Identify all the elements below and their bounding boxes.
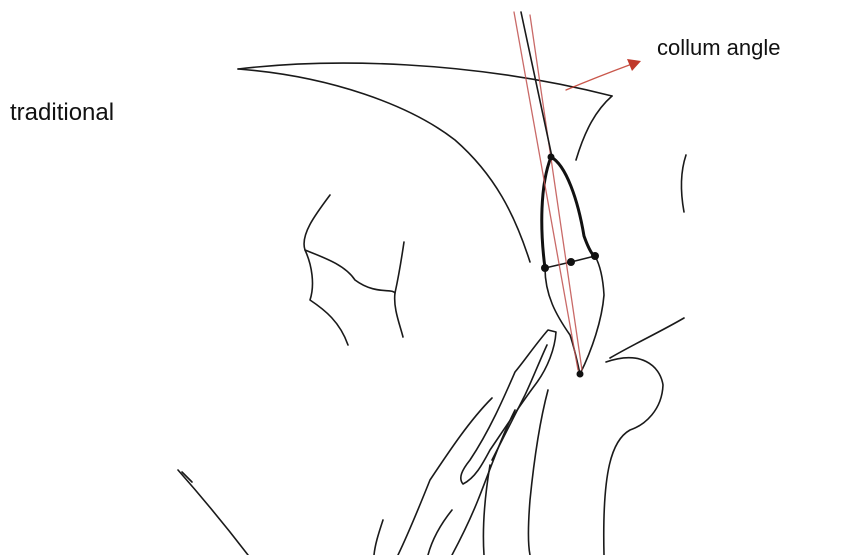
nasal-outline-right [395, 242, 404, 293]
landmark-root-apex [548, 154, 555, 161]
mandible-contour-5 [428, 510, 452, 555]
palatal-contour [238, 63, 612, 96]
landmark-incisal-edge [577, 371, 584, 378]
lower-lip-contour [604, 358, 663, 555]
anterior-nasal-spine-contour [576, 96, 612, 160]
mandible-contour-3 [529, 390, 549, 555]
mandible-contour-6 [374, 520, 383, 555]
landmark-lingual-cej [591, 252, 599, 260]
maxilla-anterior-contour [238, 69, 530, 262]
landmark-labial-cej [541, 264, 549, 272]
chin-contour-left [178, 470, 248, 555]
lower-incisor-outline [461, 330, 556, 484]
angle-pointer-line [566, 64, 632, 90]
nasal-outline-lower [305, 250, 348, 345]
mandible-contour-1 [398, 398, 492, 555]
upper-lip-contour [682, 155, 686, 212]
nasal-outline [304, 195, 403, 337]
root-axis-line [514, 12, 578, 370]
landmark-mid-cej [567, 258, 575, 266]
lower-lip-contour-upper [610, 318, 684, 358]
